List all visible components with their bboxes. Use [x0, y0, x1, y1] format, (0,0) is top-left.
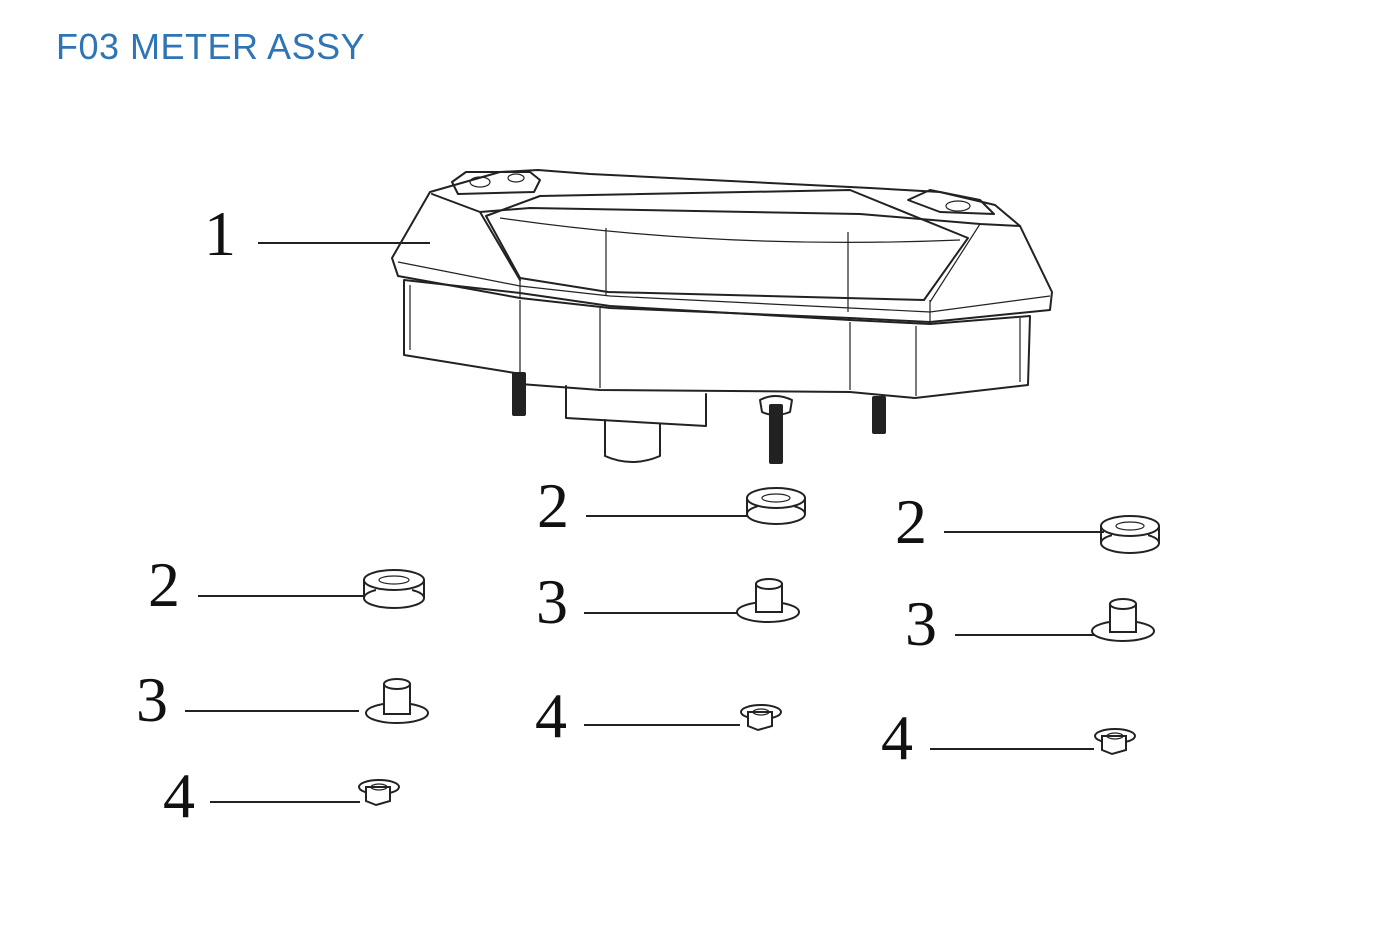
meter-body	[391, 169, 1053, 464]
callout-3-left: 3	[136, 664, 168, 735]
collar-left	[365, 678, 429, 724]
callout-4-left: 4	[163, 760, 195, 831]
leader-line-2-right	[944, 531, 1104, 533]
leader-line-1	[258, 242, 430, 244]
grommet-right	[1100, 515, 1160, 554]
grommet-left	[363, 569, 425, 609]
collar-center	[736, 578, 800, 623]
leader-line-2-center	[586, 515, 748, 517]
callout-4-right: 4	[881, 702, 913, 773]
leader-line-3-left	[185, 710, 359, 712]
diagram-title: F03 METER ASSY	[56, 26, 366, 67]
flange-nut-left	[358, 779, 400, 807]
leader-line-4-left	[210, 801, 360, 803]
leader-line-4-center	[584, 724, 740, 726]
leader-line-2-left	[198, 595, 364, 597]
callout-3-right: 3	[905, 588, 937, 659]
callout-3-center: 3	[536, 566, 568, 637]
leader-line-3-right	[955, 634, 1095, 636]
callout-2-left: 2	[148, 549, 180, 620]
callout-1-meter: 1	[204, 198, 236, 269]
leader-line-4-right	[930, 748, 1094, 750]
callout-2-right: 2	[895, 486, 927, 557]
grommet-center	[746, 487, 806, 525]
flange-nut-right	[1094, 728, 1136, 756]
callout-2-center: 2	[537, 470, 569, 541]
collar-right	[1091, 598, 1155, 642]
flange-nut-center	[740, 704, 782, 732]
callout-4-center: 4	[535, 680, 567, 751]
leader-line-3-center	[584, 612, 740, 614]
